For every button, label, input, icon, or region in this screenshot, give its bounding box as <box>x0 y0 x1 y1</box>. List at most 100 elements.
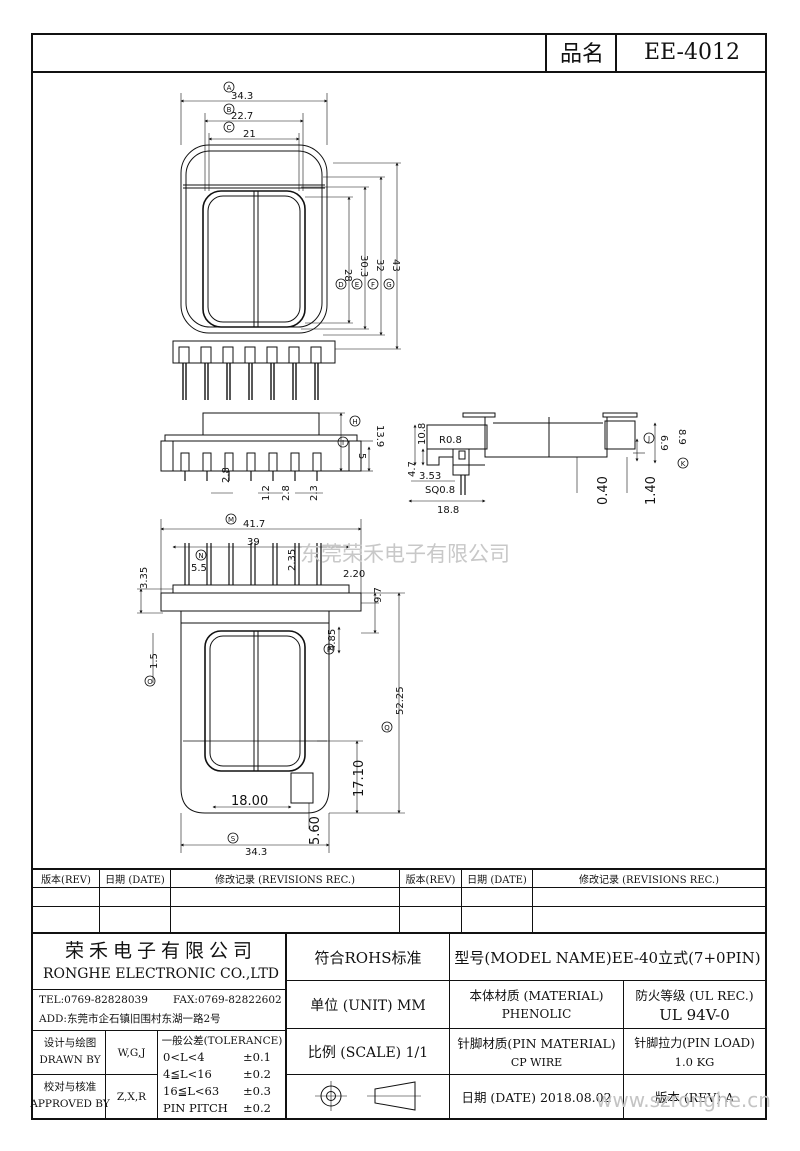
dim-letter: J <box>647 435 650 443</box>
dim-letter: E <box>355 281 359 289</box>
dim-label: 2.35 <box>287 549 298 571</box>
date-header: 日期 (DATE) <box>105 874 165 886</box>
approved-by-value: Z,X,R <box>116 1091 147 1103</box>
dim-label: 13.9 <box>374 425 385 447</box>
dim-label: 3.53 <box>419 471 441 482</box>
part-number-cell: EE-4012 <box>615 33 767 71</box>
company-fax: FAX:0769-82822602 <box>173 994 282 1006</box>
rev-header-2: 版本(REV) <box>405 874 456 886</box>
dim-label: 8.9 <box>676 429 687 445</box>
pin-material-label: 针脚材质(PIN MATERIAL) <box>457 1035 616 1051</box>
pin-material-value: CP WIRE <box>510 1055 563 1069</box>
dim-letter: O <box>147 678 153 686</box>
bottom-view <box>137 519 405 853</box>
tolerance-range-2: 4≦L<16 <box>163 1066 212 1081</box>
dim-letter: H <box>352 418 357 426</box>
date-header-2: 日期 (DATE) <box>467 874 527 886</box>
pin-load-label: 针脚拉力(PIN LOAD) <box>634 1035 755 1050</box>
company-address: ADD:东莞市企石镇旧围村东湖一路2号 <box>39 1012 221 1025</box>
dim-letter: G <box>386 281 391 289</box>
dim-letter: M <box>228 516 234 524</box>
dim-label: 30.3 <box>358 255 369 277</box>
dim-label: 22.7 <box>231 111 253 122</box>
dim-label: SQ0.8 <box>425 485 455 496</box>
dim-label: 32 <box>374 259 385 272</box>
dim-letter: S <box>231 835 236 843</box>
title-header: 品名 EE-4012 <box>31 33 767 73</box>
dim-letter: P <box>327 646 331 654</box>
scale-label: 比例 (SCALE) 1/1 <box>307 1044 429 1061</box>
dim-label: 2.20 <box>343 569 365 580</box>
side-view <box>408 412 657 503</box>
dim-letter: D <box>338 281 343 289</box>
design-label: 设计与绘图 <box>43 1036 97 1049</box>
company-tel: TEL:0769-82828039 <box>39 994 148 1006</box>
tolerance-range-4: PIN PITCH <box>163 1100 228 1115</box>
projection-symbol <box>315 1081 421 1111</box>
rev-header: 版本(REV) <box>41 874 91 886</box>
drawing-frame <box>31 33 767 1120</box>
dim-label: R0.8 <box>439 435 462 446</box>
dim-label: 5.5 <box>191 563 207 574</box>
dim-label: 34.3 <box>245 847 267 858</box>
dim-label: 43 <box>390 259 401 272</box>
name-label-cell: 品名 <box>545 33 617 71</box>
dim-label: 1.5 <box>149 653 160 669</box>
tolerance-value-1: ±0.1 <box>243 1049 271 1064</box>
tolerance-range-1: 0<L<4 <box>163 1049 205 1064</box>
approved-by-label: APPROVED BY <box>30 1098 110 1110</box>
dim-label: 1.2 <box>261 485 272 501</box>
dim-letter: Q <box>384 724 390 732</box>
tolerance-range-3: 16≦L<63 <box>163 1083 220 1098</box>
company-name-cn: 荣禾电子有限公司 <box>64 939 257 962</box>
dim-label: 41.7 <box>243 519 265 530</box>
rec-header: 修改记录 (REVISIONS REC.) <box>214 874 356 886</box>
dim-label: 21 <box>243 129 256 140</box>
rec-header-2: 修改记录 (REVISIONS REC.) <box>578 874 720 886</box>
dim-label: 9.7 <box>373 587 384 603</box>
revision-field: 版本 (REV) A <box>654 1090 735 1105</box>
check-label: 校对与核准 <box>43 1080 97 1093</box>
ul-label: 防火等级 (UL REC.) <box>635 987 754 1003</box>
dim-label: 17.10 <box>352 760 367 797</box>
tolerance-label: 一般公差(TOLERANCE) <box>161 1034 283 1047</box>
date-field: 日期 (DATE) 2018.08.02 <box>461 1090 612 1105</box>
pin-load-value: 1.0 KG <box>674 1055 715 1069</box>
dim-label: 2.8 <box>221 467 232 483</box>
rohs-label: 符合ROHS标准 <box>314 948 422 967</box>
dim-label: 6.9 <box>658 435 669 451</box>
tolerance-value-2: ±0.2 <box>243 1066 271 1081</box>
dim-letter: K <box>681 460 686 468</box>
dim-letter: I <box>342 439 344 447</box>
dim-label: 4.7 <box>407 461 418 477</box>
technical-drawing: A B C 34.3 22.7 21 28 30.3 32 43 D E F G… <box>137 81 689 858</box>
watermark-company: 东莞荣禾电子有限公司 <box>300 542 510 566</box>
dim-label: 18.8 <box>437 505 459 516</box>
unit-label: 单位 (UNIT) MM <box>310 997 426 1014</box>
watermark-url: www.szronghe.cn <box>596 1088 771 1112</box>
dim-label: 2.8 <box>281 485 292 501</box>
tolerance-value-3: ±0.3 <box>243 1083 271 1098</box>
top-view <box>172 93 401 400</box>
company-name-en: RONGHE ELECTRONIC CO.,LTD <box>42 966 280 982</box>
drawn-by-value: W,G,J <box>117 1047 146 1059</box>
ul-value: UL 94V-0 <box>659 1006 730 1024</box>
dim-label: 3.35 <box>139 567 150 589</box>
dim-label: 1.40 <box>644 476 659 505</box>
dim-letter: C <box>227 124 232 132</box>
dim-label: 0.40 <box>596 476 611 505</box>
dim-label: 5.60 <box>308 816 323 845</box>
dim-label: 4.85 <box>327 629 338 651</box>
dim-label: 28 <box>342 269 353 282</box>
model-name: 型号(MODEL NAME)EE-40立式(7+0PIN) <box>454 948 761 967</box>
material-label: 本体材质 (MATERIAL) <box>469 987 604 1003</box>
front-view <box>160 412 373 494</box>
dim-letter: F <box>371 281 375 289</box>
part-number: EE-4012 <box>644 39 740 65</box>
dim-label: 10.8 <box>417 423 428 445</box>
dim-label: 18.00 <box>231 794 268 809</box>
material-value: PHENOLIC <box>501 1007 572 1021</box>
dim-label: 52.25 <box>395 686 406 715</box>
dim-letter: N <box>198 552 203 560</box>
dim-letter: B <box>227 106 232 114</box>
